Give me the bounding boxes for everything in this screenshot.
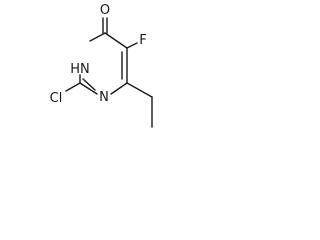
atom-label-fluorine: F	[139, 33, 146, 48]
atom-label-nh: HN	[70, 62, 90, 77]
bond-c2-cl	[65, 82, 81, 92]
bond-c4-c5	[104, 32, 128, 49]
atom-label-chlorine: Cl	[50, 91, 63, 106]
bond-c5-f	[126, 42, 138, 49]
bond-n3-c4	[89, 32, 106, 42]
atom-label-nitrogen: N	[99, 90, 109, 105]
bond-c6-ethyl	[126, 82, 153, 98]
chemical-structure: O F HN N Cl	[50, 3, 153, 128]
bond-n1-c2-double	[82, 78, 96, 91]
atom-label-oxygen: O	[100, 3, 110, 18]
bond-n1-c2	[79, 82, 98, 95]
bond-c6-n1	[110, 82, 128, 95]
